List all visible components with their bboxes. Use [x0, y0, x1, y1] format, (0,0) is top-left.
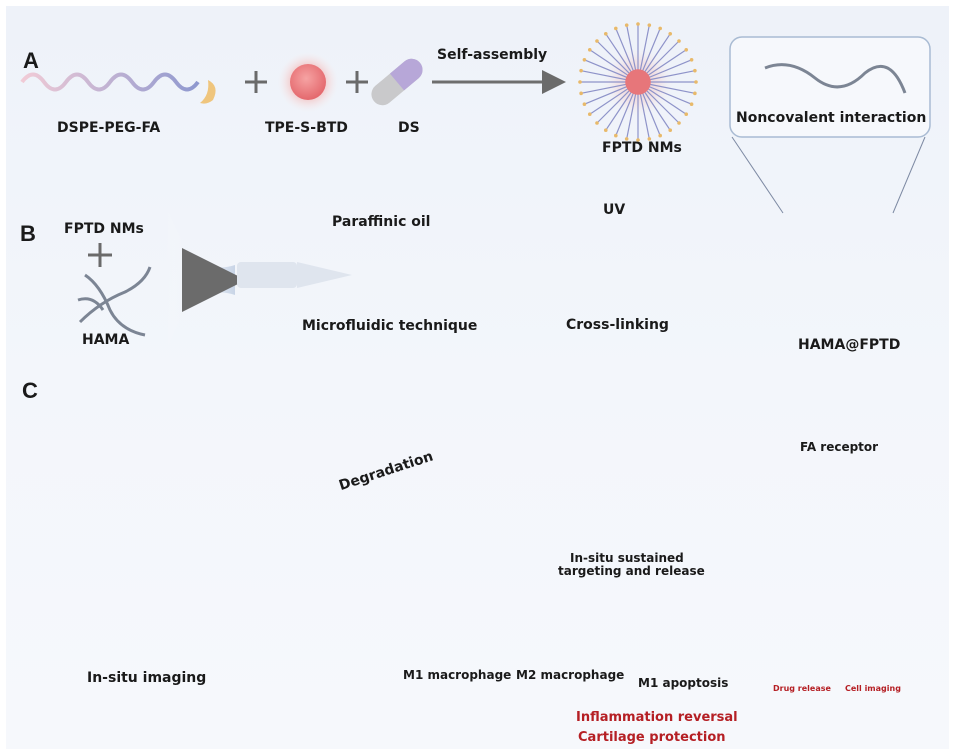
dspe-peg-fa-icon	[20, 72, 216, 104]
ds-label: DS	[398, 120, 420, 136]
plus-icon	[88, 243, 112, 267]
hama-polymer-icon	[77, 266, 152, 337]
paraffinic-oil-label: Paraffinic oil	[332, 214, 431, 230]
drug-release-label: Drug release	[773, 684, 831, 693]
plus-icon	[245, 71, 267, 93]
self-assembly-label: Self-assembly	[437, 47, 548, 63]
m1-apoptosis-label: M1 apoptosis	[638, 676, 729, 690]
cross-linking-label: Cross-linking	[566, 317, 669, 333]
uv-label: UV	[603, 202, 626, 218]
panel-label-a: A	[23, 48, 39, 73]
microfluidic-technique-label: Microfluidic technique	[302, 318, 478, 334]
panel-label-b: B	[20, 221, 36, 246]
hama-fptd-label: HAMA@FPTD	[798, 337, 901, 353]
panel-label-c: C	[22, 378, 38, 403]
fptd-nanomicelle-icon	[578, 22, 698, 142]
noncovalent-inset	[729, 36, 931, 214]
m1-macrophage-label: M1 macrophage	[403, 668, 512, 682]
noncovalent-interaction-label: Noncovalent interaction	[736, 110, 927, 126]
release-caption-line2: targeting and release	[558, 564, 705, 578]
cell-imaging-label: Cell imaging	[845, 684, 901, 693]
m2-macrophage-label: M2 macrophage	[516, 668, 625, 682]
in-situ-imaging-label: In-situ imaging	[87, 670, 207, 686]
ds-capsule-icon	[371, 58, 423, 106]
cartilage-protection-label: Cartilage protection	[578, 730, 726, 745]
inflammation-reversal-label: Inflammation reversal	[576, 710, 738, 725]
plus-icon	[346, 71, 368, 93]
tpe-s-btd-label: TPE-S-BTD	[265, 120, 348, 136]
dspe-peg-fa-label: DSPE-PEG-FA	[57, 120, 161, 136]
microfluidic-nozzle	[237, 262, 297, 288]
release-caption-line1: In-situ sustained	[570, 551, 684, 565]
hama-label: HAMA	[82, 332, 130, 348]
nanomicelle-icon	[578, 22, 698, 142]
fptd-nms-label: FPTD NMs	[602, 140, 682, 156]
fptd-nms-input-label: FPTD NMs	[64, 221, 144, 237]
fa-receptor-label: FA receptor	[800, 440, 879, 454]
tpe-s-btd-icon	[278, 52, 338, 112]
